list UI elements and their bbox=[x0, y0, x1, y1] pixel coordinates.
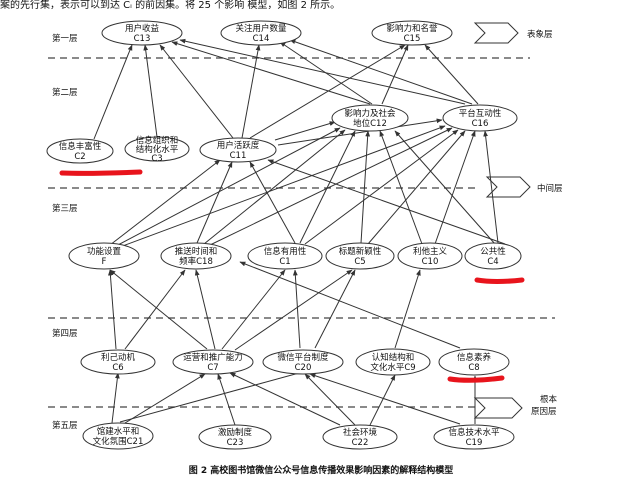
red-highlight-marks bbox=[59, 169, 525, 383]
highlight-under-c8 bbox=[447, 375, 505, 383]
level-label-5: 第五层 bbox=[52, 420, 78, 431]
node-c6 bbox=[80, 349, 156, 375]
node-c14-name: 关注用户数量 bbox=[235, 23, 287, 34]
node-c13-name: 用户收益 bbox=[125, 23, 160, 34]
node-c7-name: 运营和推广能力 bbox=[183, 352, 243, 363]
level-label-2: 第二层 bbox=[52, 87, 78, 98]
node-c16 bbox=[442, 104, 518, 132]
node-c10-name: 利他主义 bbox=[413, 246, 448, 257]
node-c3 bbox=[124, 136, 190, 162]
middle-layer-label: 中间层 bbox=[537, 183, 563, 194]
node-c19 bbox=[433, 424, 515, 450]
node-c5-name: 标题新颖性 bbox=[339, 246, 382, 257]
node-c4 bbox=[464, 242, 522, 270]
node-f-name: 功能设置 bbox=[87, 246, 122, 257]
node-c20 bbox=[262, 349, 344, 375]
node-c3-name-2: 结构化水平 bbox=[136, 144, 179, 155]
node-c2-code: C2 bbox=[74, 152, 85, 162]
node-c15-code: C15 bbox=[404, 34, 421, 44]
middle-chevron-icon bbox=[485, 176, 531, 198]
node-c8 bbox=[438, 348, 510, 376]
node-c4-name: 公共性 bbox=[480, 246, 506, 257]
node-c13 bbox=[101, 20, 183, 46]
node-c23-name: 激励制度 bbox=[218, 427, 253, 438]
root-chevron-icon bbox=[473, 397, 523, 419]
node-c22-code: C22 bbox=[352, 438, 369, 448]
node-c20-code: C20 bbox=[295, 363, 312, 373]
node-c7-code: C7 bbox=[207, 363, 218, 373]
level-separators bbox=[48, 57, 555, 408]
node-c14-code: C14 bbox=[253, 34, 270, 44]
node-c1 bbox=[247, 242, 323, 270]
node-c16-name: 平台互动性 bbox=[459, 108, 502, 119]
node-c3-code: C3 bbox=[151, 154, 162, 164]
node-c2-name: 信息丰富性 bbox=[59, 141, 102, 152]
node-c9-name: 认知结构和 bbox=[372, 352, 415, 363]
node-c22 bbox=[322, 424, 398, 450]
node-c11-code: C11 bbox=[230, 151, 247, 161]
node-c9 bbox=[355, 348, 431, 376]
node-c8-name: 信息素养 bbox=[457, 352, 492, 363]
node-c1-name: 信息有用性 bbox=[264, 246, 307, 257]
level-label-4: 第四层 bbox=[52, 328, 78, 339]
node-c8-code: C8 bbox=[468, 363, 479, 373]
node-c21-code: 文化氛围C21 bbox=[93, 436, 144, 447]
node-c3-name-1: 信息组织和 bbox=[136, 135, 179, 146]
node-c10-code: C10 bbox=[422, 257, 439, 267]
node-c19-code: C19 bbox=[466, 438, 483, 448]
figure-caption: 图 2 高校图书馆微信公众号信息传播效果影响因素的解释结构模型 bbox=[189, 464, 454, 476]
node-c18-name: 推送时间和 bbox=[175, 246, 218, 257]
edges bbox=[93, 38, 506, 426]
root-layer-label-1: 根本 bbox=[540, 394, 558, 405]
node-c16-code: C16 bbox=[472, 119, 489, 129]
node-c23-code: C23 bbox=[227, 438, 244, 448]
node-c18-code: 频率C18 bbox=[179, 256, 213, 267]
node-c18 bbox=[160, 242, 232, 270]
node-c12-name-2-code: 地位C12 bbox=[353, 118, 387, 129]
node-c9-code: 文化水平C9 bbox=[370, 362, 415, 373]
node-c15-name: 影响力和名誉 bbox=[386, 23, 438, 34]
node-c14 bbox=[220, 20, 302, 46]
node-c12-name-1: 影响力及社会 bbox=[344, 108, 396, 119]
node-c5-code: C5 bbox=[354, 257, 365, 267]
node-f bbox=[68, 242, 140, 270]
node-shapes bbox=[46, 20, 522, 450]
node-c6-name: 利己动机 bbox=[101, 352, 136, 363]
surface-layer-label: 表象层 bbox=[527, 29, 553, 40]
level-label-3: 第三层 bbox=[52, 203, 78, 214]
node-c4-code: C4 bbox=[487, 257, 498, 267]
node-c20-name: 微信平台制度 bbox=[277, 352, 329, 363]
node-c21 bbox=[82, 422, 154, 450]
root-layer-label-2: 原因层 bbox=[531, 407, 557, 417]
node-c19-name: 信息技术水平 bbox=[448, 427, 500, 438]
node-c10 bbox=[397, 242, 463, 270]
node-c22-name: 社会环境 bbox=[343, 427, 378, 438]
node-c1-code: C1 bbox=[279, 257, 290, 267]
node-f-code: F bbox=[102, 257, 107, 267]
node-c12 bbox=[331, 104, 409, 132]
node-c6-code: C6 bbox=[112, 363, 123, 373]
highlight-under-c2-c3 bbox=[59, 169, 143, 176]
node-labels: 用户收益 C13 关注用户数量 C14 影响力和名誉 C15 信息丰富性 C2 … bbox=[59, 23, 507, 448]
node-c21-name: 馆建水平和 bbox=[97, 426, 140, 437]
highlight-under-c4 bbox=[474, 277, 525, 284]
node-c11 bbox=[199, 137, 277, 163]
node-c2 bbox=[46, 138, 114, 164]
top-text-line: 案的先行集，表示可以到达 Cᵢ 的前因集。将 25 个影响 模型，如图 2 所示… bbox=[0, 0, 340, 11]
node-c11-name: 用户活跃度 bbox=[217, 140, 260, 151]
level-label-1: 第一层 bbox=[52, 33, 78, 44]
node-c15 bbox=[371, 20, 453, 46]
node-c23 bbox=[198, 424, 272, 450]
node-c13-code: C13 bbox=[134, 34, 151, 44]
node-c7 bbox=[172, 349, 254, 375]
surface-chevron-icon bbox=[473, 22, 519, 44]
node-c5 bbox=[325, 242, 395, 270]
